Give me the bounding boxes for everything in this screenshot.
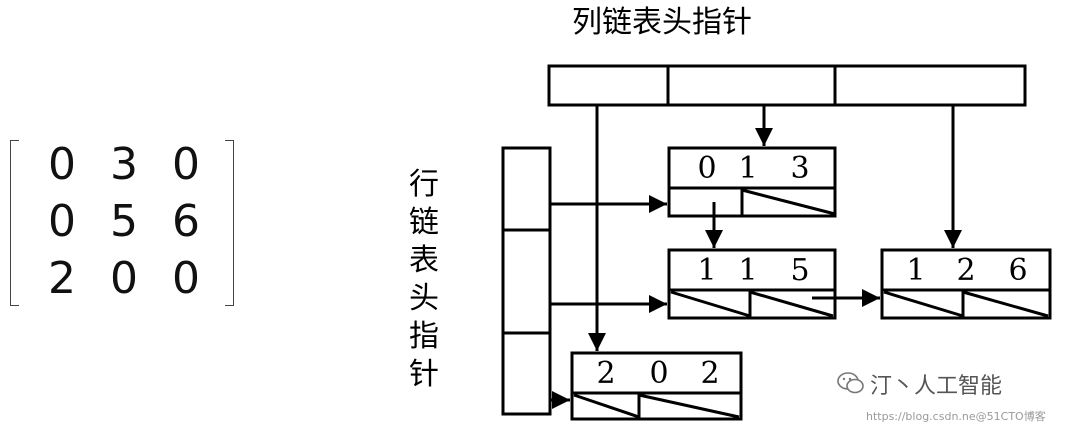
node-col: 1	[738, 253, 757, 288]
watermark-text: 汀丶人工智能	[870, 374, 1003, 399]
node-col: 0	[649, 356, 668, 391]
matrix-cell: 0	[48, 196, 76, 247]
node-value: 2	[700, 356, 719, 391]
node-col: 1	[738, 151, 757, 186]
matrix-cell: 2	[48, 253, 76, 304]
row-heads-char: 链	[409, 205, 439, 240]
list-node	[570, 351, 743, 421]
node-value: 5	[790, 253, 809, 288]
matrix-cell: 6	[172, 196, 200, 247]
node-row: 1	[697, 253, 716, 288]
matrix-cell: 0	[48, 139, 76, 190]
node-value: 6	[1008, 253, 1027, 288]
node-row: 1	[906, 253, 925, 288]
list-node	[667, 248, 837, 320]
wechat-icon	[836, 371, 866, 403]
matrix-right-bracket	[225, 140, 234, 306]
watermark-url: https://blog.csdn.ne@51CTO博客	[866, 410, 1046, 423]
row-heads-char: 表	[409, 243, 439, 278]
row-heads-char: 针	[409, 357, 439, 392]
row-heads-char: 行	[409, 167, 439, 202]
matrix-cell: 3	[110, 139, 138, 190]
row-heads-char: 指	[409, 319, 439, 354]
watermark: 汀丶人工智能	[836, 371, 1002, 403]
matrix-cell: 0	[172, 253, 200, 304]
list-node	[667, 146, 837, 218]
node-col: 2	[956, 253, 975, 288]
matrix-cell: 5	[110, 196, 138, 247]
matrix-cell: 0	[172, 139, 200, 190]
matrix-left-bracket	[10, 140, 19, 306]
list-node	[880, 248, 1052, 320]
row-heads-title: 行 链 表 头 指 针	[404, 166, 444, 394]
column-heads-title: 列链表头指针	[572, 5, 752, 40]
node-value: 3	[790, 151, 809, 186]
matrix-cell: 0	[110, 253, 138, 304]
column-head-array	[547, 64, 1027, 107]
row-heads-char: 头	[409, 281, 439, 316]
node-row: 2	[596, 356, 615, 391]
row-head-array	[501, 146, 552, 416]
sparse-matrix: 0 3 0 0 5 6 2 0 0	[10, 140, 234, 306]
node-row: 0	[697, 151, 716, 186]
